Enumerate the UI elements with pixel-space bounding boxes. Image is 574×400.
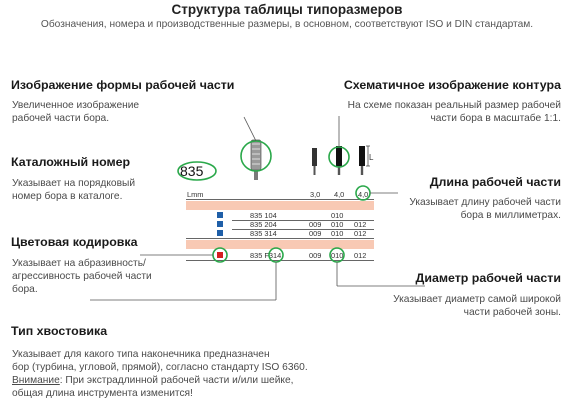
- row-diameter: 009: [309, 220, 322, 229]
- color-coding-desc: Указывает на абразивность/ агрессивность…: [12, 258, 152, 295]
- color-coding-heading: Цветовая кодировка: [11, 235, 138, 249]
- highlight-circle: [329, 247, 345, 263]
- highlight-circle: [355, 185, 371, 201]
- bur-shape-icon: [250, 139, 262, 180]
- dimension-label: L: [369, 153, 374, 162]
- table-band: [186, 240, 374, 249]
- color-code-square: [217, 230, 223, 236]
- table-divider: [186, 199, 374, 200]
- row-diameter: 012: [354, 229, 367, 238]
- note-label: Внимание: [12, 375, 60, 386]
- row-diameter: 010: [331, 229, 344, 238]
- working-diameter-desc: Указывает диаметр самой широкой части ра…: [393, 294, 561, 318]
- row-code: 835 F314: [250, 251, 282, 260]
- highlight-circle: [212, 247, 228, 263]
- pointer-line: [243, 116, 257, 142]
- page-subtitle: Обозначения, номера и производственные р…: [40, 19, 534, 30]
- catalog-number: 835: [180, 163, 204, 179]
- shank-type-desc: Указывает для какого типа наконечника пр…: [12, 349, 308, 373]
- color-code-square: [217, 221, 223, 227]
- length-value: 4,0: [358, 190, 369, 199]
- length-label: Lmm: [187, 190, 204, 199]
- row-code: 835 204: [250, 220, 277, 229]
- color-code-square: [217, 212, 223, 218]
- catalog-number-desc: Указывает на порядковый номер бора в кат…: [12, 178, 136, 202]
- row-diameter: 009: [309, 229, 322, 238]
- catalog-number-heading: Каталожный номер: [11, 155, 131, 169]
- row-diameter: 010: [331, 251, 344, 260]
- shape-image-heading: Изображение формы рабочей части: [11, 78, 235, 92]
- length-value: 4,0: [334, 190, 345, 199]
- shank-type-heading: Тип хвостовика: [11, 324, 108, 338]
- row-divider: [232, 229, 374, 230]
- highlight-circle: [268, 247, 284, 263]
- color-code-square-red: [217, 252, 223, 258]
- schematic-heading: Схематичное изображение контура: [343, 78, 561, 92]
- working-length-desc: Указывает длину рабочей части бора в мил…: [409, 197, 561, 221]
- row-diameter: 012: [354, 220, 367, 229]
- row-diameter: 009: [309, 251, 322, 260]
- schematic-contour-icon: [312, 145, 370, 175]
- length-value: 3,0: [310, 190, 321, 199]
- row-diameter: 012: [354, 251, 367, 260]
- table-divider: [186, 238, 374, 239]
- row-divider: [232, 220, 374, 221]
- row-code: 835 104: [250, 211, 277, 220]
- row-code: 835 314: [250, 229, 277, 238]
- table-band: [186, 201, 374, 210]
- row-diameter: 010: [331, 211, 344, 220]
- highlight-circle: [240, 140, 272, 172]
- page-title: Структура таблицы типоразмеров: [171, 2, 403, 17]
- shank-type-note: Внимание: При экстрадлинной рабочей част…: [12, 374, 293, 400]
- note-text: : При экстрадлинной рабочей части и/или …: [12, 375, 294, 399]
- highlight-circle: [177, 161, 217, 181]
- schematic-desc: На схеме показан реальный размер рабочей…: [347, 100, 561, 124]
- shape-image-desc: Увеличенное изображение рабочей части бо…: [12, 100, 140, 124]
- row-diameter: 010: [331, 220, 344, 229]
- working-length-heading: Длина рабочей части: [429, 175, 561, 189]
- working-diameter-heading: Диаметр рабочей части: [415, 271, 562, 285]
